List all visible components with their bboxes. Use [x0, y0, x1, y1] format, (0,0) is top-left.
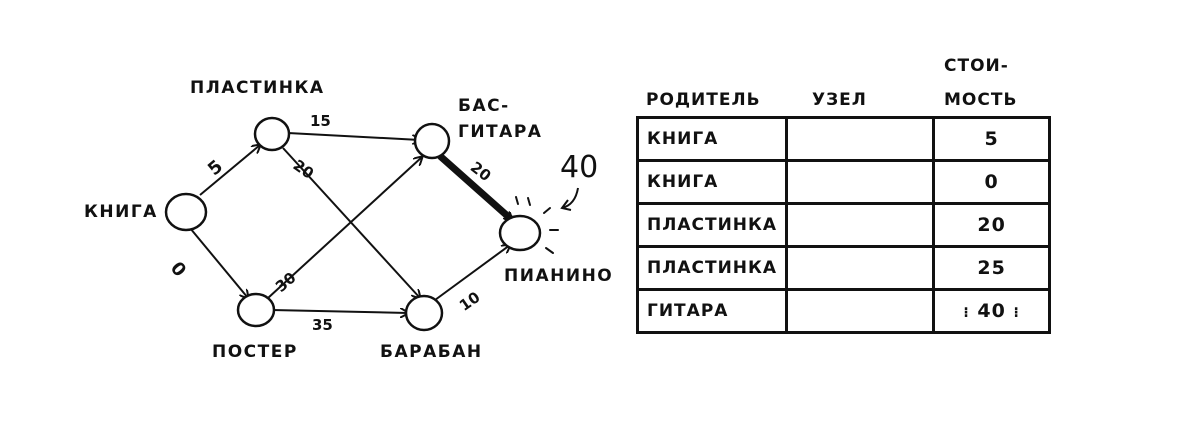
edge-weight-poster-baraban: 35 — [312, 316, 333, 334]
cell-cost: 20 — [932, 202, 1052, 248]
cell-parent: КНИГА — [635, 159, 789, 205]
highlight-left-marks: ⁝ — [963, 305, 970, 321]
node-kniga — [164, 192, 208, 232]
node-label-poster: ПОСТЕР — [212, 342, 298, 362]
edge-plastinka-basgitara — [287, 132, 420, 140]
edge-baraban-pianino — [434, 245, 510, 301]
annotation-cost: 40 — [560, 150, 599, 185]
node-basgitara — [413, 122, 451, 160]
cell-cost-value: 40 — [977, 300, 1006, 322]
cell-node — [785, 159, 936, 205]
cell-node — [785, 288, 936, 334]
table-row: ГИТАРА ⁝ 40 ⁝ — [635, 288, 1052, 334]
annotation-arrow — [560, 187, 579, 211]
cost-highlight: ⁝ 40 ⁝ — [963, 300, 1019, 322]
cell-parent: ПЛАСТИНКА — [635, 202, 789, 248]
cell-node — [785, 202, 936, 248]
graph-diagram — [164, 116, 579, 332]
node-label-baraban: БАРАБАН — [380, 342, 483, 362]
node-label-pianino: ПИАНИНО — [504, 266, 614, 286]
parents-table: КНИГА 5 КНИГА 0 ПЛАСТИНКА 20 ПЛАСТИНКА 2… — [635, 116, 1052, 334]
node-poster — [236, 292, 276, 328]
table-row: КНИГА 5 — [635, 116, 1052, 162]
node-label-bas-gitara-line1: БАС- — [458, 96, 510, 116]
node-label-bas-gitara-line2: ГИТАРА — [458, 122, 543, 142]
header-parent: РОДИТЕЛЬ — [646, 90, 761, 110]
edge-poster-baraban — [271, 310, 408, 313]
cell-node — [785, 116, 936, 162]
table-row: ПЛАСТИНКА 25 — [635, 245, 1052, 291]
edge-kniga-plastinka — [199, 145, 260, 196]
node-pianino — [498, 214, 542, 252]
edge-kniga-poster — [189, 227, 248, 298]
header-cost-line2: МОСТЬ — [944, 90, 1018, 110]
pianino-glow-marks — [515, 196, 559, 254]
table-row: ПЛАСТИНКА 20 — [635, 202, 1052, 248]
cell-cost: 0 — [932, 159, 1052, 205]
cell-node — [785, 245, 936, 291]
node-label-plastinka: ПЛАСТИНКА — [190, 78, 325, 98]
node-plastinka — [253, 116, 291, 152]
cell-parent: ГИТАРА — [635, 288, 789, 334]
header-node: УЗЕЛ — [812, 90, 867, 110]
highlight-right-marks: ⁝ — [1013, 305, 1020, 321]
node-label-kniga: КНИГА — [84, 202, 158, 222]
cell-parent: ПЛАСТИНКА — [635, 245, 789, 291]
cell-parent: КНИГА — [635, 116, 789, 162]
edge-weight-plastinka-basgitara: 15 — [310, 112, 331, 130]
cell-cost: 5 — [932, 116, 1052, 162]
node-baraban — [404, 294, 444, 332]
edge-poster-basgitara — [267, 157, 422, 299]
edge-plastinka-baraban — [282, 147, 420, 298]
edge-basgitara-pianino — [437, 153, 515, 223]
header-cost-line1: СТОИ- — [944, 56, 1009, 76]
cell-cost-highlighted: ⁝ 40 ⁝ — [932, 288, 1052, 334]
table-row: КНИГА 0 — [635, 159, 1052, 205]
cell-cost: 25 — [932, 245, 1052, 291]
